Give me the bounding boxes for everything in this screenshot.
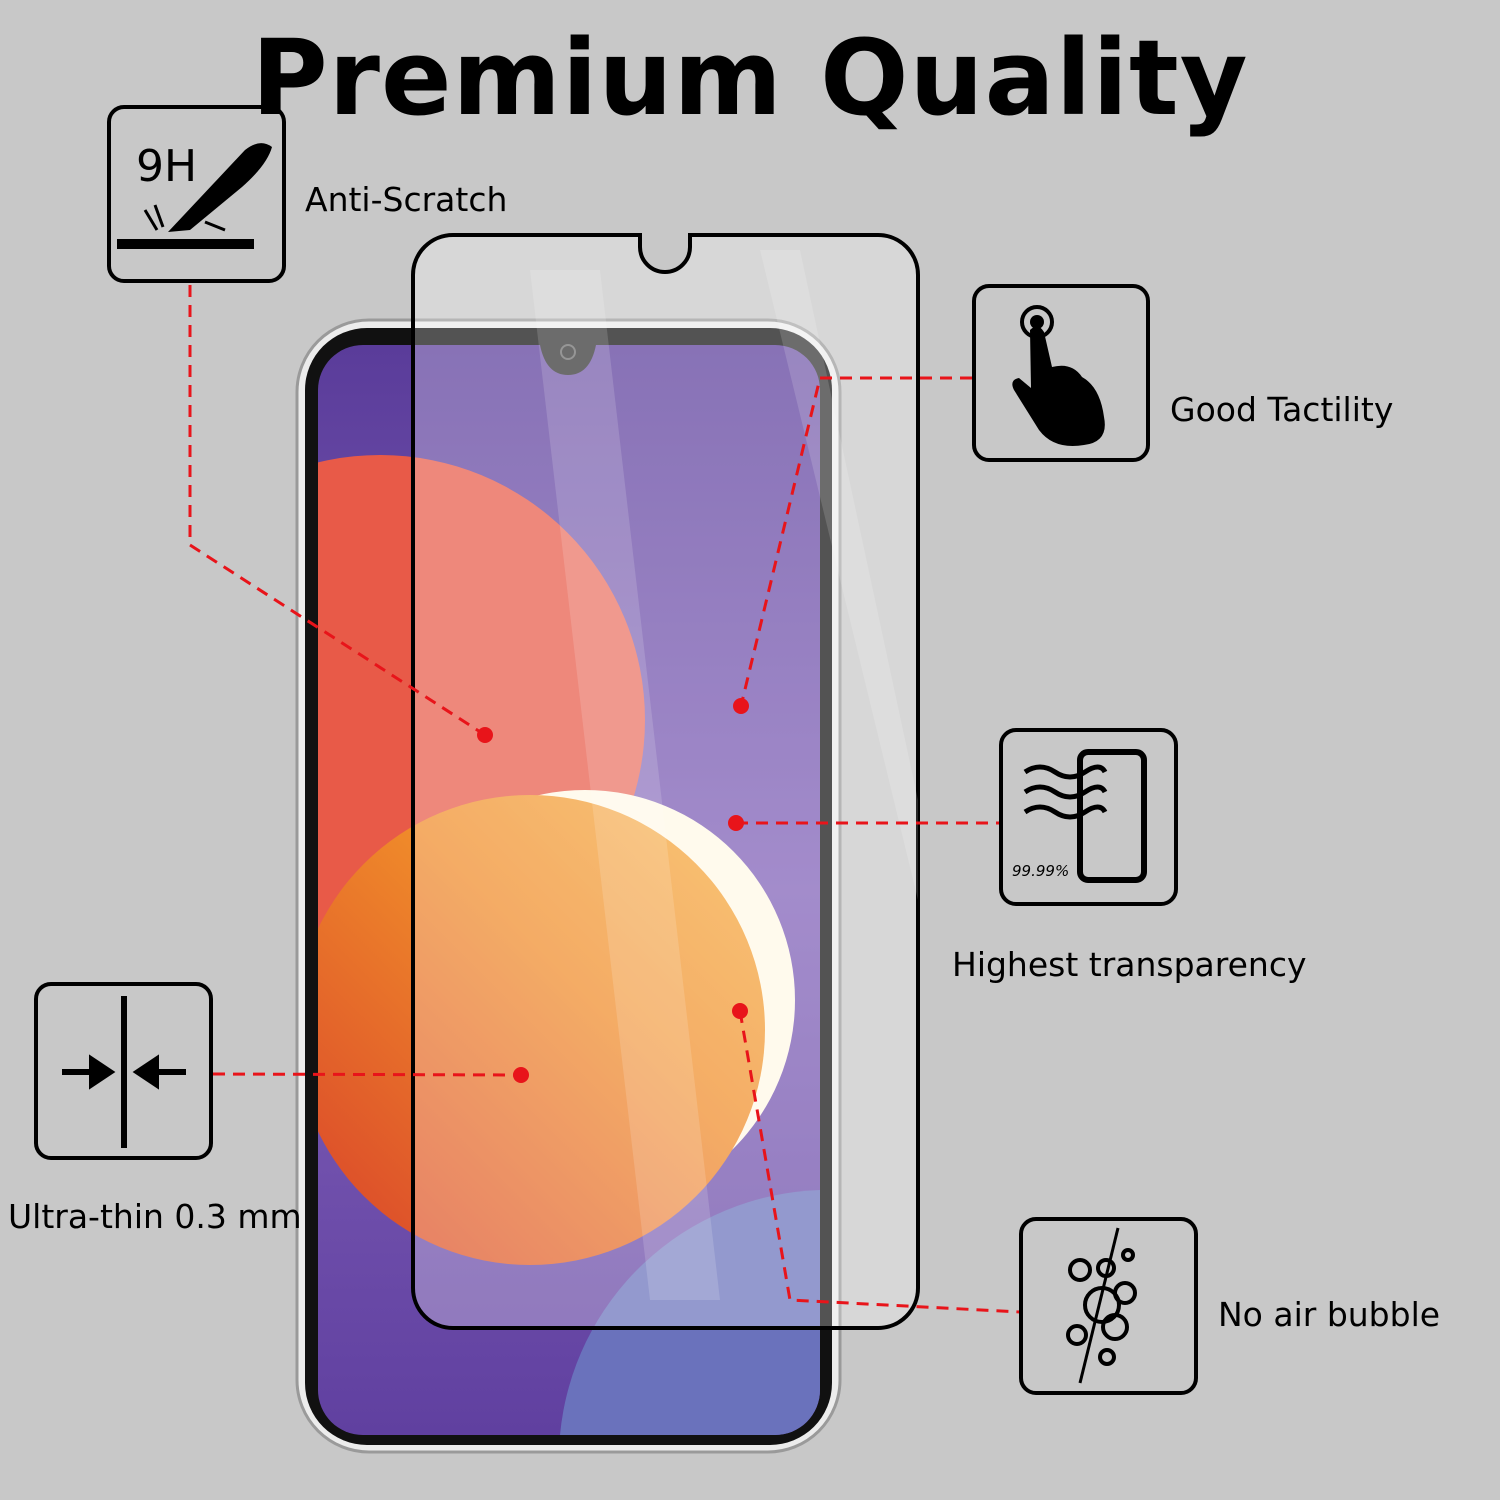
phone xyxy=(295,318,842,1454)
camera-icon xyxy=(560,344,576,360)
knife-scratch-icon xyxy=(117,143,272,249)
bubbles-icon xyxy=(1066,1227,1137,1384)
transparency-percent-text: 99.99% xyxy=(1012,862,1070,880)
9h-icon-text: 9H xyxy=(136,141,198,192)
ultra-thin-label: Ultra-thin 0.3 mm xyxy=(8,1197,302,1236)
screen-protector xyxy=(411,233,920,1330)
thin-arrows-icon xyxy=(62,996,186,1148)
icon-boxes xyxy=(34,105,1198,1395)
page-title: Premium Quality xyxy=(251,17,1249,139)
highest-transparency-label: Highest transparency xyxy=(952,945,1307,984)
good-tactility-label: Good Tactility xyxy=(1170,390,1394,429)
callout-dots xyxy=(477,698,749,1083)
callout-lines xyxy=(188,285,1021,1314)
phone-screen xyxy=(318,345,820,1435)
touch-hand-icon xyxy=(1012,305,1105,446)
anti-scratch-label: Anti-Scratch xyxy=(305,180,508,219)
phone-light-icon xyxy=(1023,749,1147,883)
no-air-bubble-label: No air bubble xyxy=(1218,1295,1441,1334)
